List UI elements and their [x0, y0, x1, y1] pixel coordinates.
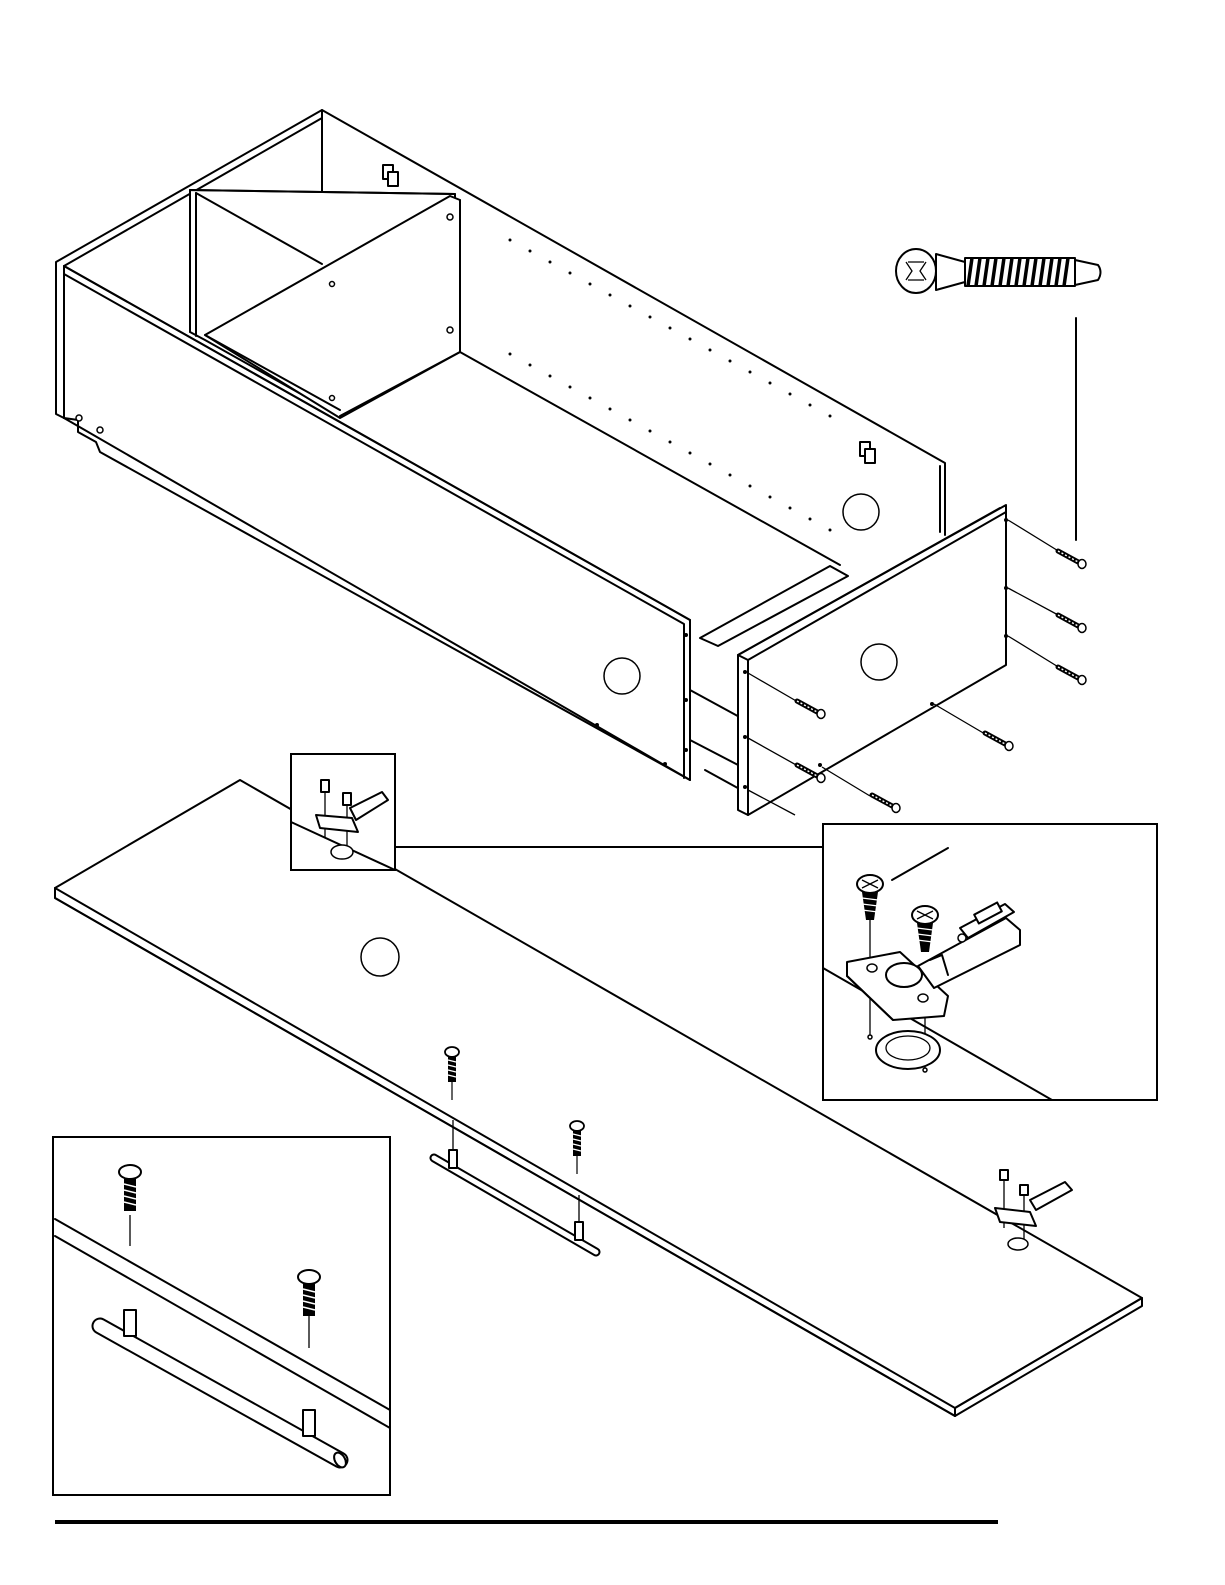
handle-detail — [53, 1137, 390, 1495]
long-screw-icon — [896, 249, 1101, 293]
shelf-pin-holes — [509, 239, 832, 532]
side-panel — [684, 505, 1008, 815]
hinge-detail — [823, 824, 1157, 1100]
